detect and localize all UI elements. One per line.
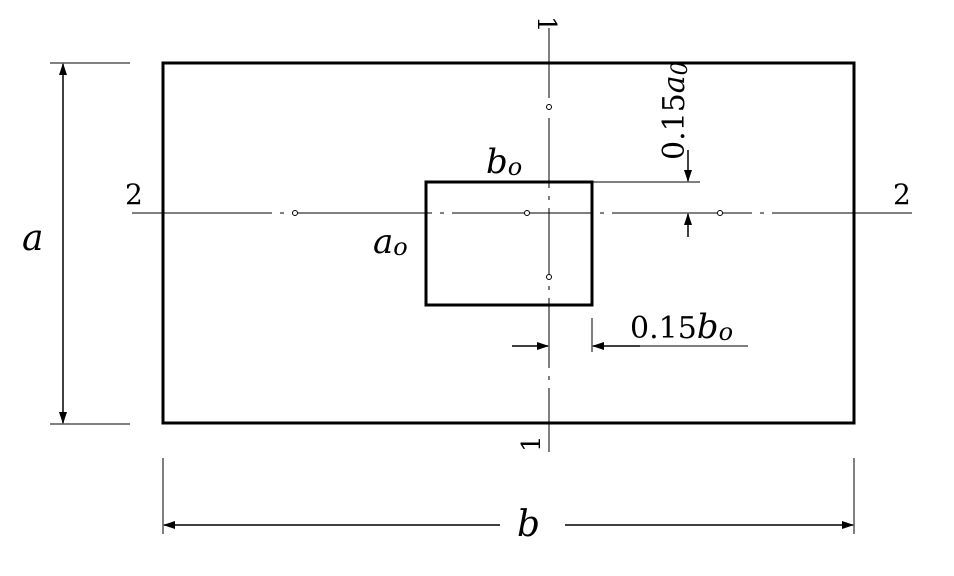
center-point — [292, 210, 298, 216]
center-point — [524, 210, 530, 216]
offset-a-label: 0.15a0 — [657, 61, 693, 160]
section-2-left-label: 2 — [125, 178, 143, 211]
center-point — [546, 104, 552, 110]
dim-a0-label: ao — [373, 222, 408, 262]
outer-foundation-outline — [161, 61, 856, 425]
column-outline — [424, 180, 594, 307]
dim-b-label: b — [517, 504, 540, 545]
dim-a-label: a — [22, 218, 43, 259]
section-1-bottom-label: 1 — [517, 435, 547, 452]
section-2-right-label: 2 — [893, 178, 911, 211]
center-point — [546, 274, 552, 280]
center-point — [717, 210, 723, 216]
dim-b0-label: bo — [486, 142, 522, 182]
offset-b-label: 0.15bo — [630, 307, 733, 347]
section-1-top-label: 1 — [531, 16, 561, 33]
